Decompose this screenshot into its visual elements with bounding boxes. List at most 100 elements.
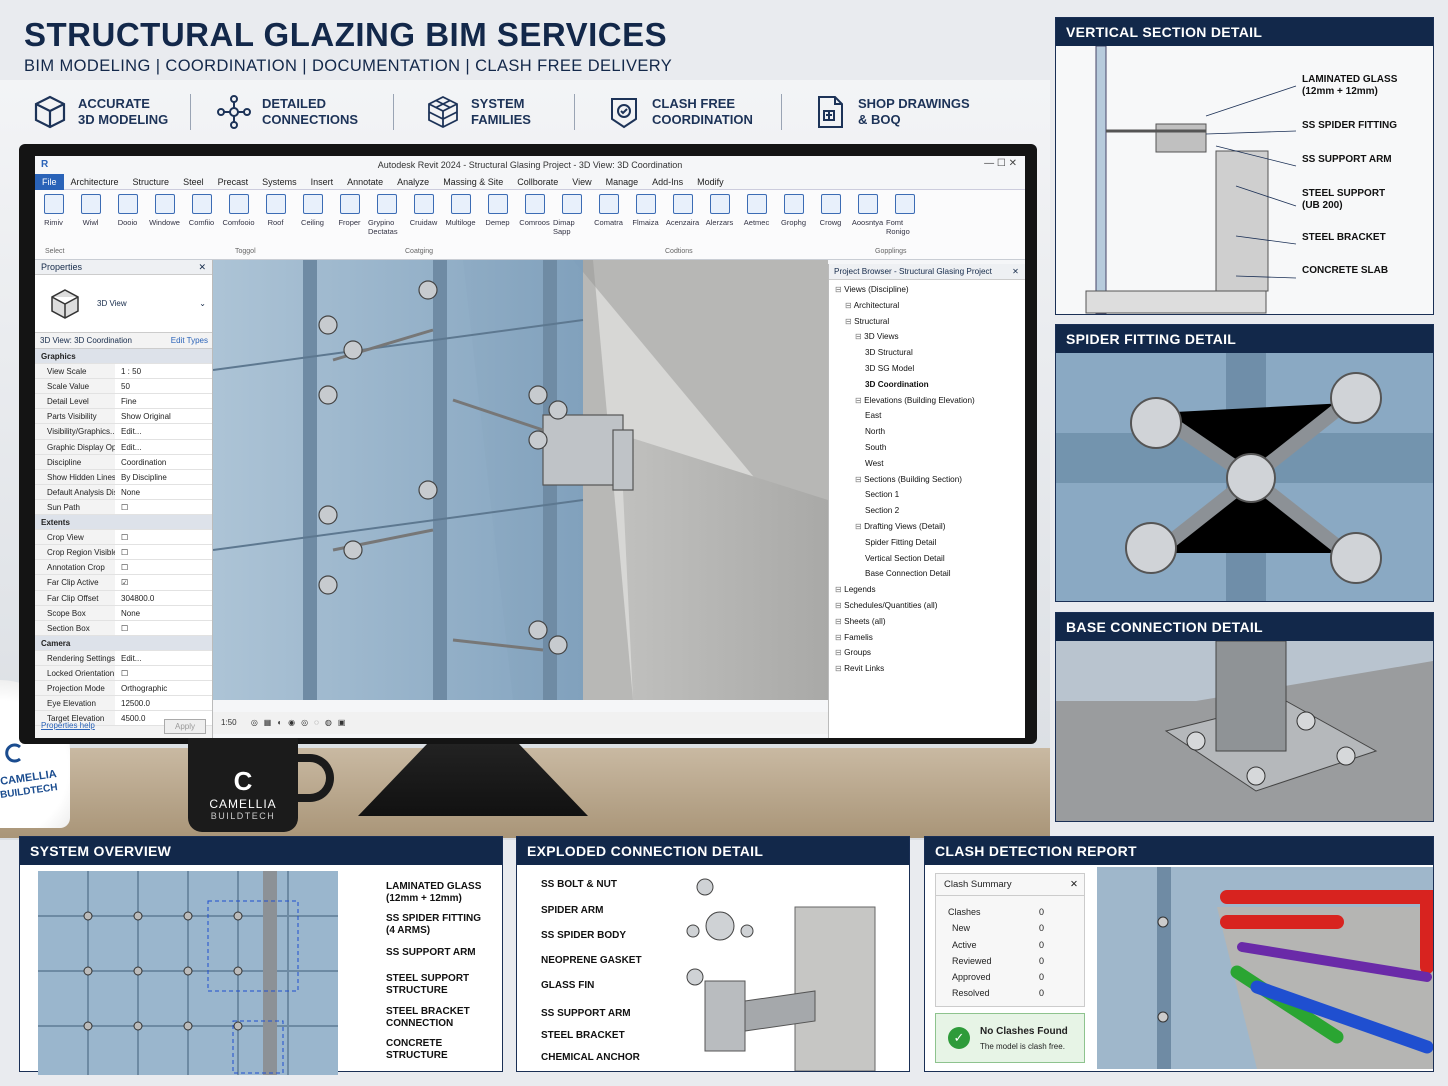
property-value[interactable]: 1 : 50 bbox=[115, 364, 212, 379]
tab-13[interactable]: Add-Ins bbox=[652, 176, 684, 187]
tree-item[interactable]: ⊟ 3D Views bbox=[829, 329, 1025, 345]
tab-5[interactable]: Systems bbox=[262, 176, 297, 187]
tree-item[interactable]: ⊟ Sections (Building Section) bbox=[829, 472, 1025, 488]
ribbon-button-23[interactable]: Fomt Ronigo bbox=[886, 190, 923, 259]
tab-9[interactable]: Massing & Site bbox=[443, 176, 504, 187]
view-control-icons[interactable]: ◎▦◐◉◎◌◍▣ bbox=[250, 718, 352, 727]
ribbon-button-21[interactable]: Crowg bbox=[812, 190, 849, 259]
property-row[interactable]: Graphics bbox=[35, 349, 212, 365]
property-row[interactable]: Camera bbox=[35, 635, 212, 651]
ribbon-button-22[interactable]: Aoosntya bbox=[849, 190, 886, 259]
properties-help-link[interactable]: Properties help bbox=[41, 721, 95, 730]
apply-button[interactable]: Apply bbox=[163, 719, 206, 734]
expand-icon[interactable]: ⊟ bbox=[835, 616, 845, 626]
property-row[interactable]: Section Box☐ bbox=[35, 620, 212, 636]
tab-0[interactable]: File bbox=[35, 173, 64, 190]
tab-11[interactable]: View bbox=[572, 176, 592, 187]
tree-item[interactable]: Base Connection Detail bbox=[829, 566, 1025, 582]
type-selector[interactable]: 3D View ⌄ bbox=[35, 275, 212, 333]
ribbon-button-2[interactable]: Dooio bbox=[109, 190, 146, 259]
ribbon-button-6[interactable]: Roof bbox=[257, 190, 294, 259]
tree-item[interactable]: Vertical Section Detail bbox=[829, 551, 1025, 567]
app-icon[interactable]: R bbox=[41, 159, 49, 170]
tree-item[interactable]: East bbox=[829, 408, 1025, 424]
tree-item[interactable]: Section 1 bbox=[829, 487, 1025, 503]
ribbon-button-9[interactable]: Grypino Dectatas bbox=[368, 190, 405, 259]
ribbon-button-12[interactable]: Demep bbox=[479, 190, 516, 259]
property-value[interactable]: ☐ bbox=[115, 560, 212, 575]
property-value[interactable]: Show Original bbox=[115, 409, 212, 424]
tree-item[interactable]: ⊟ Famelis bbox=[829, 630, 1025, 646]
ribbon-button-10[interactable]: Cruidaw bbox=[405, 190, 442, 259]
tree-item[interactable]: South bbox=[829, 440, 1025, 456]
property-value[interactable]: 12500.0 bbox=[115, 696, 212, 711]
property-value[interactable]: Fine bbox=[115, 394, 212, 409]
close-icon[interactable]: ✕ bbox=[1012, 267, 1019, 276]
tree-item[interactable]: Section 2 bbox=[829, 503, 1025, 519]
tab-10[interactable]: Collborate bbox=[517, 176, 559, 187]
ribbon-button-8[interactable]: Froper bbox=[331, 190, 368, 259]
tree-item[interactable]: ⊟ Sheets (all) bbox=[829, 614, 1025, 630]
property-row[interactable]: Far Clip Active☑ bbox=[35, 575, 212, 591]
property-row[interactable]: Extents bbox=[35, 515, 212, 531]
close-icon[interactable]: ✕ bbox=[1070, 879, 1078, 890]
tab-14[interactable]: Modify bbox=[697, 176, 724, 187]
ribbon-button-7[interactable]: Ceiling bbox=[294, 190, 331, 259]
expand-icon[interactable]: ⊟ bbox=[835, 632, 845, 642]
tree-item[interactable]: ⊟ Architectural bbox=[829, 298, 1025, 314]
tab-1[interactable]: Architecture bbox=[70, 176, 119, 187]
tab-2[interactable]: Structure bbox=[132, 176, 170, 187]
ribbon-button-4[interactable]: Comfiio bbox=[183, 190, 220, 259]
property-value[interactable]: Orthographic bbox=[115, 681, 212, 696]
property-value[interactable]: 304800.0 bbox=[115, 590, 212, 605]
property-row[interactable]: Crop View☐ bbox=[35, 530, 212, 546]
tree-item[interactable]: 3D Coordination bbox=[829, 377, 1025, 393]
edit-type-button[interactable]: Edit Types bbox=[170, 336, 208, 345]
expand-icon[interactable]: ⊟ bbox=[845, 300, 854, 310]
property-value[interactable]: None bbox=[115, 484, 212, 499]
tab-4[interactable]: Precast bbox=[217, 176, 249, 187]
expand-icon[interactable]: ⊟ bbox=[855, 521, 865, 531]
expand-icon[interactable]: ⊟ bbox=[835, 664, 845, 674]
tree-item[interactable]: ⊟ Drafting Views (Detail) bbox=[829, 519, 1025, 535]
property-value[interactable]: ☑ bbox=[115, 575, 212, 590]
instance-selector[interactable]: 3D View: 3D Coordination Edit Types bbox=[35, 333, 212, 349]
tree-item[interactable]: ⊟ Legends bbox=[829, 582, 1025, 598]
close-icon[interactable]: ✕ bbox=[198, 262, 206, 272]
view-scale[interactable]: 1:50 bbox=[221, 718, 237, 727]
tree-item[interactable]: Spider Fitting Detail bbox=[829, 535, 1025, 551]
tab-7[interactable]: Annotate bbox=[347, 176, 384, 187]
property-value[interactable]: Coordination bbox=[115, 454, 212, 469]
property-value[interactable]: 50 bbox=[115, 379, 212, 394]
expand-icon[interactable]: ⊟ bbox=[835, 600, 845, 610]
expand-icon[interactable]: ⊟ bbox=[855, 332, 865, 342]
tab-6[interactable]: Insert bbox=[310, 176, 334, 187]
expand-icon[interactable]: ⊟ bbox=[835, 585, 845, 595]
property-row[interactable]: Sun Path☐ bbox=[35, 499, 212, 516]
property-row[interactable]: Graphic Display Opt...Edit... bbox=[35, 439, 212, 455]
property-value[interactable]: Edit... bbox=[115, 439, 212, 454]
expand-icon[interactable]: ⊟ bbox=[855, 474, 865, 484]
property-value[interactable]: ☐ bbox=[115, 665, 212, 681]
property-value[interactable]: ☐ bbox=[115, 620, 212, 635]
tree-item[interactable]: 3D SG Model bbox=[829, 361, 1025, 377]
ribbon-button-15[interactable]: Comatra bbox=[590, 190, 627, 259]
tree-item[interactable]: ⊟ Structural bbox=[829, 314, 1025, 330]
ribbon-button-13[interactable]: Comroos bbox=[516, 190, 553, 259]
property-row[interactable]: Default Analysis Dis...None bbox=[35, 484, 212, 500]
ribbon-button-3[interactable]: Windowe bbox=[146, 190, 183, 259]
ribbon-button-17[interactable]: Acenzaira bbox=[664, 190, 701, 259]
property-value[interactable]: None bbox=[115, 605, 212, 620]
property-value[interactable]: ☐ bbox=[115, 530, 212, 545]
tree-item[interactable]: West bbox=[829, 456, 1025, 472]
